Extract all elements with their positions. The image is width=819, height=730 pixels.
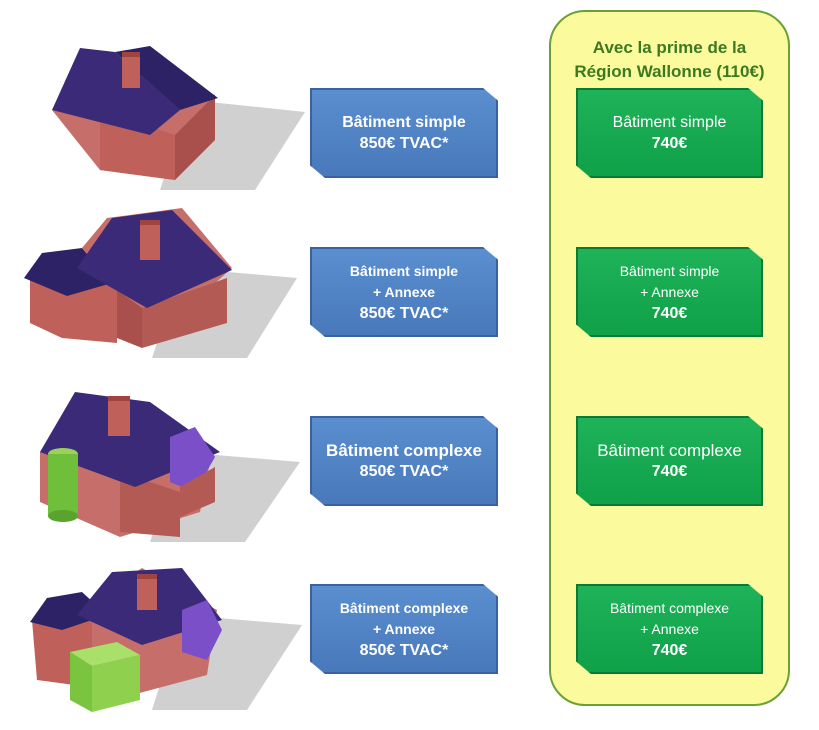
card-price: 740€ <box>651 135 688 152</box>
price-card-simple: Bâtiment simple 850€ TVAC* <box>310 88 498 178</box>
price-card-complex-annex: Bâtiment complexe + Annexe 850€ TVAC* <box>310 584 498 674</box>
price-card-simple-annex: Bâtiment simple + Annexe 850€ TVAC* <box>310 247 498 337</box>
panel-title-line2: Région Wallonne (110€) <box>574 62 765 81</box>
card-title: Bâtiment simple <box>342 114 466 131</box>
house-with-annex-icon <box>22 208 312 358</box>
card-subtitle: + Annexe <box>640 283 699 300</box>
bonus-price-card-simple-annex: Bâtiment simple + Annexe 740€ <box>576 247 763 337</box>
card-title: Bâtiment simple <box>349 262 459 279</box>
card-subtitle: + Annexe <box>640 620 699 637</box>
card-title: Bâtiment simple <box>612 114 727 131</box>
card-subtitle: + Annexe <box>372 620 436 637</box>
card-title: Bâtiment complexe <box>339 599 469 616</box>
bonus-price-card-complex: Bâtiment complexe 740€ <box>576 416 763 506</box>
card-price: 740€ <box>651 463 688 480</box>
price-card-complex: Bâtiment complexe 850€ TVAC* <box>310 416 498 506</box>
simple-house-icon <box>40 40 310 190</box>
panel-title-line1: Avec la prime de la <box>592 38 747 57</box>
card-price: 850€ TVAC* <box>359 641 449 659</box>
card-price: 850€ TVAC* <box>359 304 449 322</box>
card-price: 850€ TVAC* <box>359 135 449 152</box>
complex-house-icon <box>30 382 310 542</box>
card-title: Bâtiment complexe <box>597 441 742 460</box>
card-title: Bâtiment complexe <box>326 441 482 460</box>
card-price: 740€ <box>651 641 688 659</box>
card-price: 850€ TVAC* <box>359 463 449 480</box>
card-title: Bâtiment simple <box>619 262 720 279</box>
complex-house-with-annex-icon <box>22 560 312 720</box>
card-title: Bâtiment complexe <box>609 599 730 616</box>
bonus-price-card-simple: Bâtiment simple 740€ <box>576 88 763 178</box>
bonus-price-card-complex-annex: Bâtiment complexe + Annexe 740€ <box>576 584 763 674</box>
panel-title: Avec la prime de la Région Wallonne (110… <box>551 36 788 84</box>
card-subtitle: + Annexe <box>372 283 436 300</box>
card-price: 740€ <box>651 304 688 322</box>
